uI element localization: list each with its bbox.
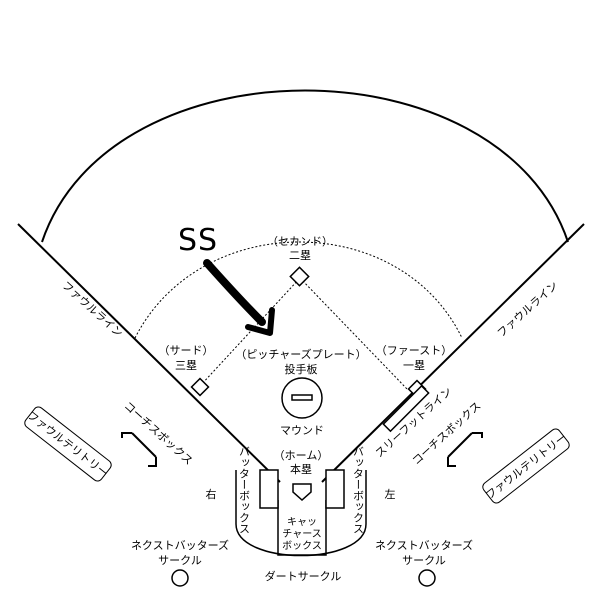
infield-dashed-arc: [134, 241, 463, 339]
first-base-reading: （ファースト）: [376, 344, 452, 357]
third-base-reading: （サード）: [159, 344, 214, 357]
foul-line-right-label: ファウルライン: [495, 279, 561, 340]
first-base-label: 一塁: [403, 359, 425, 372]
home-reading: （ホーム）: [274, 449, 329, 462]
pitchers-plate-label: 投手板: [285, 362, 318, 376]
next-batters-right-line1: ネクストバッターズ: [375, 538, 473, 552]
basepath-second-to-first: [299, 277, 409, 391]
batters-box-right-label: バッターボックス: [352, 446, 365, 534]
batters-box-right-rect: [325, 469, 345, 509]
three-foot-lane: [382, 384, 430, 433]
ss-arrow-shaft: [203, 259, 266, 326]
outfield-fence: [41, 89, 569, 243]
foul-line-left-label: ファウルライン: [59, 279, 125, 340]
next-batters-circle-right: [418, 569, 436, 587]
basepath-third-to-second: [199, 277, 301, 387]
catchers-box-line2: チャース: [282, 528, 321, 540]
coach-box-left: [121, 432, 157, 467]
catchers-box: [277, 500, 327, 556]
second-base-reading: （セカンド）: [267, 235, 333, 248]
third-base: [190, 377, 210, 397]
foul-territory-left-label: ファウルテリトリー: [25, 409, 111, 480]
dirt-circle-label: ダートサークル: [265, 569, 342, 583]
batters-right-side-label: 左: [385, 488, 396, 501]
foul-territory-right-box: ファウルテリトリー: [482, 428, 570, 504]
foul-territory-left-box: ファウルテリトリー: [24, 406, 112, 482]
batters-box-left-rect: [259, 469, 279, 509]
home-label: 本塁: [290, 462, 312, 476]
second-base-label: 二塁: [289, 249, 311, 262]
mound-label: マウンド: [280, 424, 324, 437]
catchers-box-line1: キャッ: [287, 517, 317, 528]
next-batters-right-line2: サークル: [402, 554, 446, 567]
second-base: [289, 266, 310, 287]
catchers-box-line3: ボックス: [282, 540, 322, 552]
coach-box-right: [447, 432, 483, 467]
pitchers-plate: [291, 394, 313, 401]
home-plate: [292, 483, 312, 502]
next-batters-left-line1: ネクストバッターズ: [131, 538, 229, 552]
pitchers-plate-reading: （ピッチャーズプレート）: [235, 347, 366, 361]
batters-left-side-label: 右: [206, 487, 217, 501]
next-batters-left-line2: サークル: [158, 554, 202, 567]
batters-box-left-label: バッターボックス: [238, 446, 251, 534]
foul-line-right-stroke: [321, 223, 585, 483]
ss-arrow-head: [245, 307, 275, 336]
foul-territory-right-label: ファウルテリトリー: [483, 431, 569, 502]
third-base-label: 三塁: [175, 359, 197, 372]
ss-marker: SS: [178, 223, 218, 258]
next-batters-circle-left: [171, 569, 189, 587]
foul-line-left-stroke: [17, 223, 281, 483]
